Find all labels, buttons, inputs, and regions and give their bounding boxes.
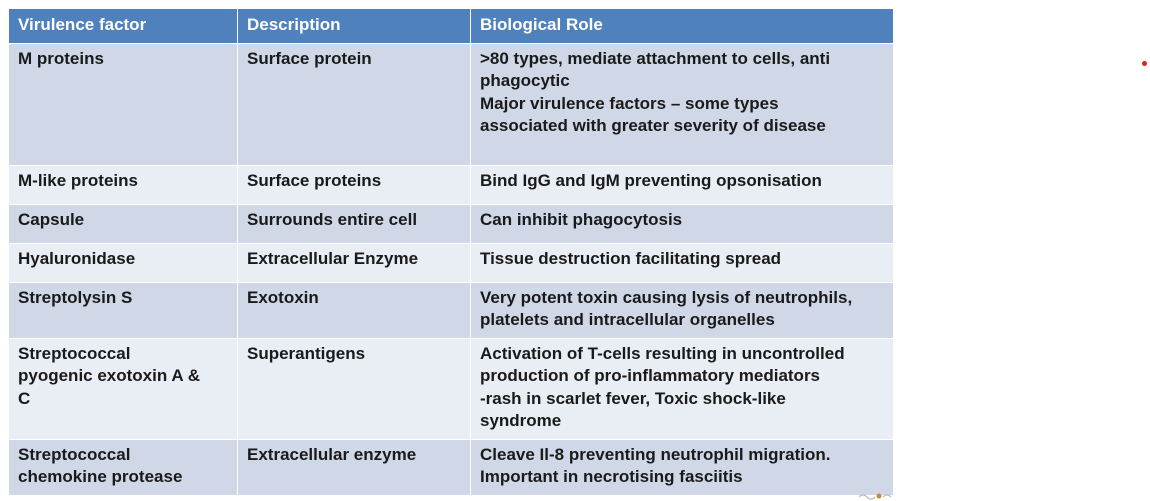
- cell-role: Bind IgG and IgM preventing opsonisation: [470, 164, 894, 205]
- cell-factor: Streptococcal chemokine protease: [8, 438, 238, 496]
- cell-description: Superantigens: [237, 337, 471, 440]
- cell-text: Streptococcal: [18, 444, 131, 464]
- cell-role: Cleave Il-8 preventing neutrophil migrat…: [470, 438, 894, 496]
- cell-text: associated with greater severity of dise…: [480, 116, 826, 135]
- cell-text: Extracellular enzyme: [247, 444, 417, 464]
- cell-text: phagocytic: [480, 71, 570, 90]
- cell-factor: M-like proteins: [8, 164, 238, 205]
- cell-text: Important in necrotising fasciitis: [480, 467, 743, 486]
- cell-text: Surface proteins: [247, 170, 382, 190]
- table-row: Hyaluronidase Extracellular Enzyme Tissu…: [8, 242, 894, 283]
- cell-role: Tissue destruction facilitating spread: [470, 242, 894, 283]
- table-row: M-like proteins Surface proteins Bind Ig…: [8, 164, 894, 205]
- cell-text: Extracellular Enzyme: [247, 248, 419, 268]
- cell-text: M proteins: [18, 48, 104, 68]
- cell-text: Streptolysin S: [18, 287, 133, 307]
- cell-factor: M proteins: [8, 42, 238, 166]
- header-biological-role: Biological Role: [470, 8, 894, 44]
- cell-description: Surface protein: [237, 42, 471, 166]
- cell-role: >80 types, mediate attachment to cells, …: [470, 42, 894, 166]
- bullet-dot: [1142, 61, 1147, 66]
- cell-text: Activation of T-cells resulting in uncon…: [480, 343, 845, 363]
- cell-text: C: [18, 388, 31, 408]
- cell-text: >80 types, mediate attachment to cells, …: [480, 48, 831, 68]
- cell-text: pyogenic exotoxin A &: [18, 366, 200, 385]
- cell-role: Very potent toxin causing lysis of neutr…: [470, 281, 894, 339]
- table-header-row: Virulence factor Description Biological …: [8, 8, 894, 44]
- cell-text: Superantigens: [247, 343, 366, 363]
- cell-text: -rash in scarlet fever, Toxic shock-like: [480, 388, 786, 408]
- cell-text: production of pro-inflammatory mediators: [480, 366, 821, 385]
- cell-text: Bind IgG and IgM preventing opsonisation: [480, 170, 822, 190]
- cell-factor: Streptococcal pyogenic exotoxin A & C: [8, 337, 238, 440]
- cell-factor: Hyaluronidase: [8, 242, 238, 283]
- cell-text: Capsule: [18, 209, 85, 229]
- cell-text: Hyaluronidase: [18, 248, 136, 268]
- cell-factor: Streptolysin S: [8, 281, 238, 339]
- cell-text: chemokine protease: [18, 467, 183, 486]
- cell-text: Surface protein: [247, 48, 372, 68]
- cell-description: Extracellular Enzyme: [237, 242, 471, 283]
- table-row: Streptococcal chemokine protease Extrace…: [8, 438, 894, 496]
- table-row: M proteins Surface protein >80 types, me…: [8, 42, 894, 166]
- cell-text: Very potent toxin causing lysis of neutr…: [480, 287, 853, 307]
- cell-text: platelets and intracellular organelles: [480, 310, 775, 329]
- cell-role: Can inhibit phagocytosis: [470, 203, 894, 244]
- cell-text: Can inhibit phagocytosis: [480, 209, 683, 229]
- cell-text: Tissue destruction facilitating spread: [480, 248, 782, 268]
- header-description: Description: [237, 8, 471, 44]
- virulence-factors-table: Virulence factor Description Biological …: [8, 8, 894, 496]
- cell-text: Cleave Il-8 preventing neutrophil migrat…: [480, 444, 831, 464]
- cell-description: Surface proteins: [237, 164, 471, 205]
- header-virulence-factor: Virulence factor: [8, 8, 238, 44]
- cell-text: M-like proteins: [18, 170, 138, 190]
- cell-text: Major virulence factors – some types: [480, 93, 779, 113]
- cell-description: Exotoxin: [237, 281, 471, 339]
- cell-text: syndrome: [480, 411, 562, 430]
- table-row: Streptolysin S Exotoxin Very potent toxi…: [8, 281, 894, 339]
- cell-text: Streptococcal: [18, 343, 131, 363]
- cell-role: Activation of T-cells resulting in uncon…: [470, 337, 894, 440]
- table-row: Streptococcal pyogenic exotoxin A & C Su…: [8, 337, 894, 440]
- decorative-mark-icon: [858, 493, 892, 500]
- cell-factor: Capsule: [8, 203, 238, 244]
- cell-text: Exotoxin: [247, 287, 319, 307]
- cell-description: Surrounds entire cell: [237, 203, 471, 244]
- cell-description: Extracellular enzyme: [237, 438, 471, 496]
- cell-text: Surrounds entire cell: [247, 209, 418, 229]
- table-row: Capsule Surrounds entire cell Can inhibi…: [8, 203, 894, 244]
